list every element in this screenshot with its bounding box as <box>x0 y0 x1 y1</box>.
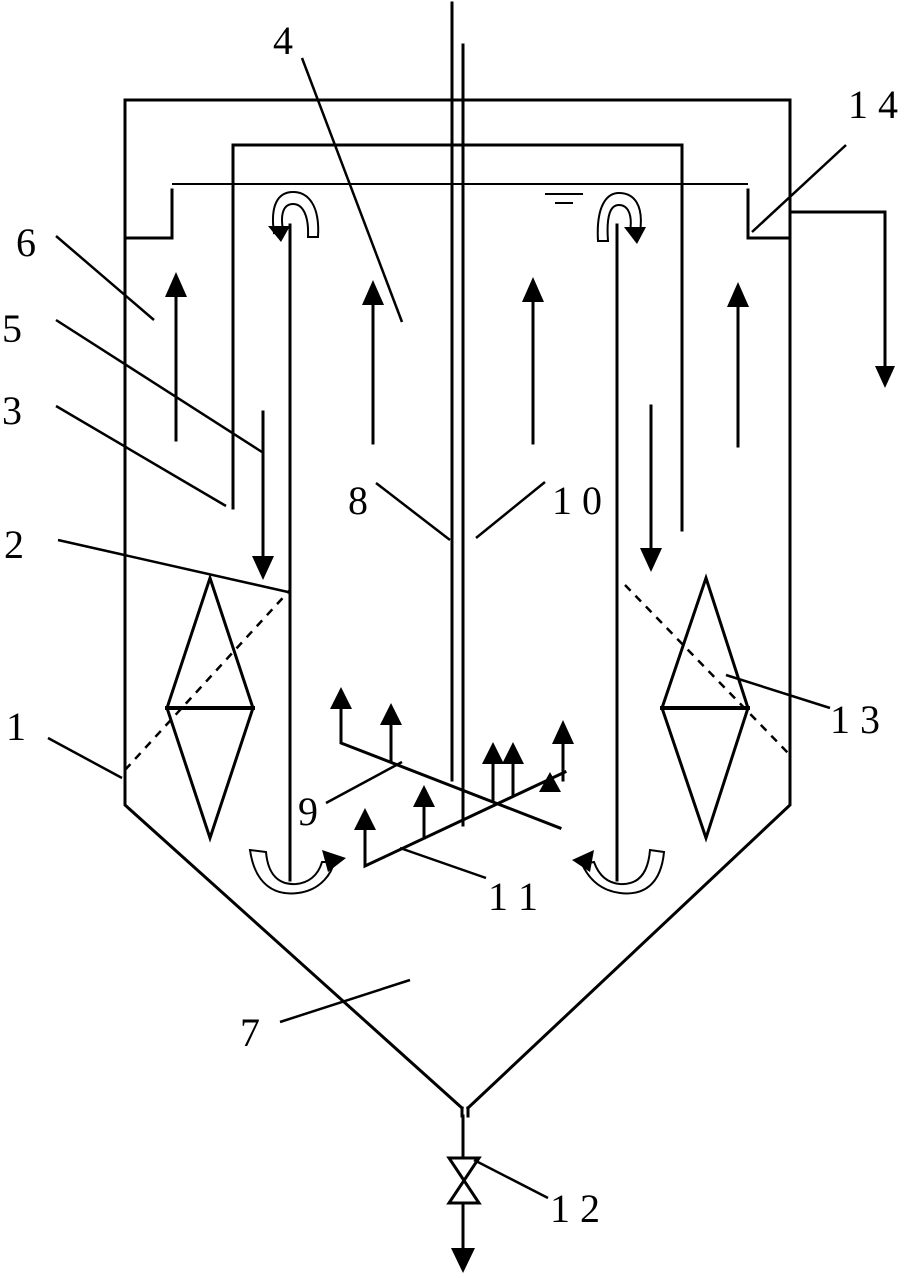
circulation-arrow-top-right <box>596 191 646 244</box>
label-11: 1 1 <box>488 874 538 919</box>
label-6: 6 <box>16 220 36 265</box>
dashed-line-left <box>124 589 291 771</box>
label-5: 5 <box>2 306 22 351</box>
reference-labels: 1 2 3 4 5 6 7 8 9 1 0 1 1 1 2 1 3 1 4 <box>2 18 898 1231</box>
label-4: 4 <box>273 18 293 63</box>
label-2: 2 <box>4 522 24 567</box>
drain-assembly <box>446 1106 482 1273</box>
upflow-arrows <box>165 272 749 448</box>
distributor-9 <box>330 687 562 830</box>
label-8: 8 <box>348 478 368 523</box>
circulation-arrow-top-left <box>268 190 320 242</box>
dashed-line-right <box>624 584 791 756</box>
valve-icon[interactable] <box>446 1156 482 1205</box>
label-12: 1 2 <box>550 1186 600 1231</box>
label-14: 1 4 <box>848 82 898 127</box>
central-pipes <box>450 1 465 827</box>
separator-right <box>660 573 750 843</box>
inner-cover <box>231 143 684 532</box>
label-9: 9 <box>298 789 318 834</box>
distributor-11 <box>354 720 574 869</box>
leader-lines <box>47 57 847 1200</box>
circulation-arrow-bottom-right <box>572 848 666 895</box>
label-1: 1 <box>6 704 26 749</box>
separator-left <box>165 573 255 843</box>
label-10: 1 0 <box>552 478 602 523</box>
outer-vessel <box>123 98 895 1111</box>
circulation-arrow-bottom-left <box>248 848 346 895</box>
label-13: 1 3 <box>830 697 880 742</box>
label-7: 7 <box>240 1010 260 1055</box>
downflow-arrows <box>252 404 662 580</box>
label-3: 3 <box>2 388 22 433</box>
